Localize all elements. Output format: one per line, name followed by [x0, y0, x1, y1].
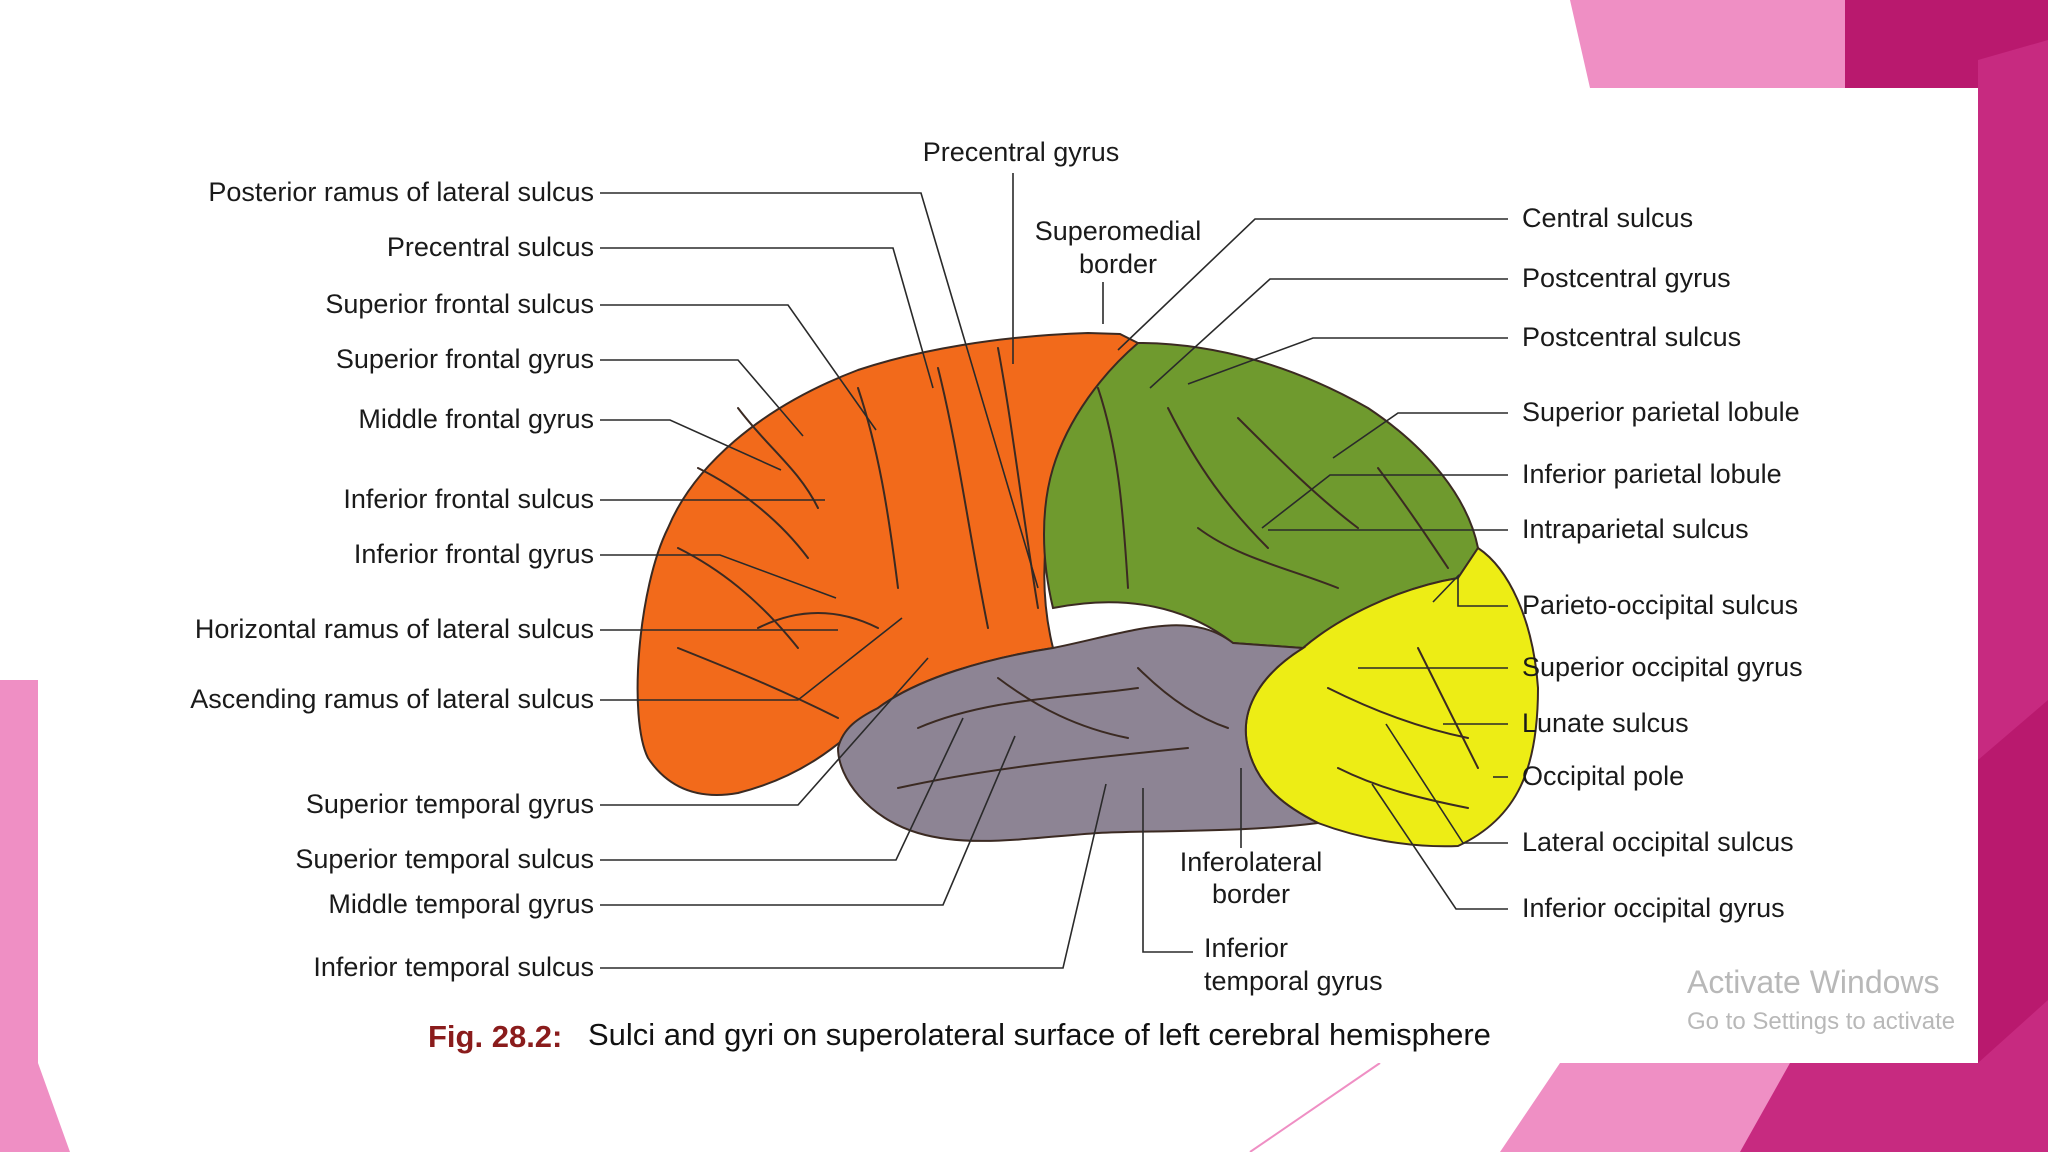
leader-precentral-sulcus [600, 247, 934, 389]
label-posterior-ramus-lateral-sulcus: Posterior ramus of lateral sulcus [208, 177, 594, 207]
label-central-sulcus: Central sulcus [1522, 203, 1693, 233]
label-superior-frontal-gyrus: Superior frontal gyrus [336, 344, 594, 374]
label-postcentral-gyrus: Postcentral gyrus [1522, 263, 1731, 293]
caption-number: Fig. 28.2: [428, 1019, 562, 1054]
brain-lobes [636, 331, 1540, 848]
label-postcentral-sulcus: Postcentral sulcus [1522, 322, 1741, 352]
label-ascending-ramus-lateral-sulcus: Ascending ramus of lateral sulcus [190, 684, 594, 714]
figure-caption: Fig. 28.2: Sulci and gyri on superolater… [428, 1017, 1491, 1054]
leader-superior-temporal-gyrus [600, 657, 929, 806]
label-horizontal-ramus-lateral-sulcus: Horizontal ramus of lateral sulcus [195, 614, 594, 644]
watermark-line2: Go to Settings to activate [1687, 1008, 1955, 1035]
leader-postcentral-sulcus [1187, 337, 1508, 385]
label-intraparietal-sulcus: Intraparietal sulcus [1522, 514, 1749, 544]
gyral-folds [677, 347, 1479, 809]
label-superior-parietal-lobule: Superior parietal lobule [1522, 397, 1800, 427]
activate-windows-watermark: Activate Windows Go to Settings to activ… [1687, 964, 1955, 1035]
label-inferolateral-border-line2: border [1212, 879, 1290, 909]
bottom-labels: Inferolateral border Inferior temporal g… [1180, 847, 1383, 996]
left-labels: Posterior ramus of lateral sulcus Precen… [190, 177, 594, 982]
leader-inferior-parietal-lobule [1261, 474, 1508, 529]
leader-ascending-ramus [600, 617, 903, 701]
slide-accent-bottom-right-dark [1740, 1000, 2048, 1152]
slide-accent-right-light [1570, 0, 1845, 88]
leader-inferior-temporal-sulcus [600, 783, 1107, 969]
right-labels: Central sulcus Postcentral gyrus Postcen… [1522, 203, 1803, 923]
label-superior-temporal-gyrus: Superior temporal gyrus [306, 789, 594, 819]
slide-thin-line [1249, 1062, 1381, 1152]
leader-parieto-occipital-sulcus [1432, 574, 1508, 607]
temporal-lobe [836, 624, 1322, 842]
label-inferior-occipital-gyrus: Inferior occipital gyrus [1522, 893, 1785, 923]
label-inferior-temporal-gyrus-line1: Inferior [1204, 933, 1288, 963]
figure-panel: Posterior ramus of lateral sulcus Precen… [38, 88, 1978, 1063]
label-superomedial-border-line1: Superomedial [1035, 216, 1202, 246]
label-precentral-sulcus: Precentral sulcus [387, 232, 594, 262]
label-middle-frontal-gyrus: Middle frontal gyrus [358, 404, 594, 434]
caption-text: Sulci and gyri on superolateral surface … [588, 1017, 1491, 1052]
leader-inferior-frontal-gyrus [600, 554, 837, 599]
label-inferior-frontal-gyrus: Inferior frontal gyrus [354, 539, 594, 569]
label-superior-frontal-sulcus: Superior frontal sulcus [325, 289, 594, 319]
label-superior-occipital-gyrus: Superior occipital gyrus [1522, 652, 1803, 682]
leader-lines [600, 173, 1508, 969]
frontal-lobe [636, 331, 1140, 796]
leader-lateral-occipital-sulcus [1385, 723, 1508, 844]
leader-superior-parietal-lobule [1332, 412, 1508, 459]
label-inferior-parietal-lobule: Inferior parietal lobule [1522, 459, 1782, 489]
label-lateral-occipital-sulcus: Lateral occipital sulcus [1522, 827, 1794, 857]
leader-middle-frontal-gyrus [600, 419, 782, 471]
label-parieto-occipital-sulcus: Parieto-occipital sulcus [1522, 590, 1798, 620]
slide-accent-left [0, 680, 70, 1152]
label-superior-temporal-sulcus: Superior temporal sulcus [295, 844, 594, 874]
label-lunate-sulcus: Lunate sulcus [1522, 708, 1689, 738]
leader-inferior-occipital-gyrus [1371, 783, 1508, 910]
leader-superior-temporal-sulcus [600, 717, 964, 861]
label-occipital-pole: Occipital pole [1522, 761, 1684, 791]
leader-posterior-ramus [600, 192, 1039, 589]
slide-accent-right-mid [1978, 40, 2048, 760]
leader-superior-frontal-gyrus [600, 359, 804, 437]
brain-diagram: Posterior ramus of lateral sulcus Precen… [190, 137, 1955, 1054]
label-inferolateral-border-line1: Inferolateral [1180, 847, 1323, 877]
top-labels: Precentral gyrus Superomedial border [923, 137, 1202, 279]
leader-central-sulcus [1117, 218, 1508, 351]
label-middle-temporal-gyrus: Middle temporal gyrus [328, 889, 594, 919]
leader-inferior-temporal-gyrus [1142, 788, 1193, 953]
label-inferior-temporal-gyrus-line2: temporal gyrus [1204, 966, 1383, 996]
leader-superior-frontal-sulcus [600, 304, 877, 431]
leader-middle-temporal-gyrus [600, 735, 1016, 906]
label-inferior-temporal-sulcus: Inferior temporal sulcus [313, 952, 594, 982]
label-precentral-gyrus: Precentral gyrus [923, 137, 1120, 167]
label-inferior-frontal-sulcus: Inferior frontal sulcus [343, 484, 594, 514]
leader-postcentral-gyrus [1149, 278, 1508, 389]
watermark-line1: Activate Windows [1687, 964, 1940, 1000]
label-superomedial-border-line2: border [1079, 249, 1157, 279]
